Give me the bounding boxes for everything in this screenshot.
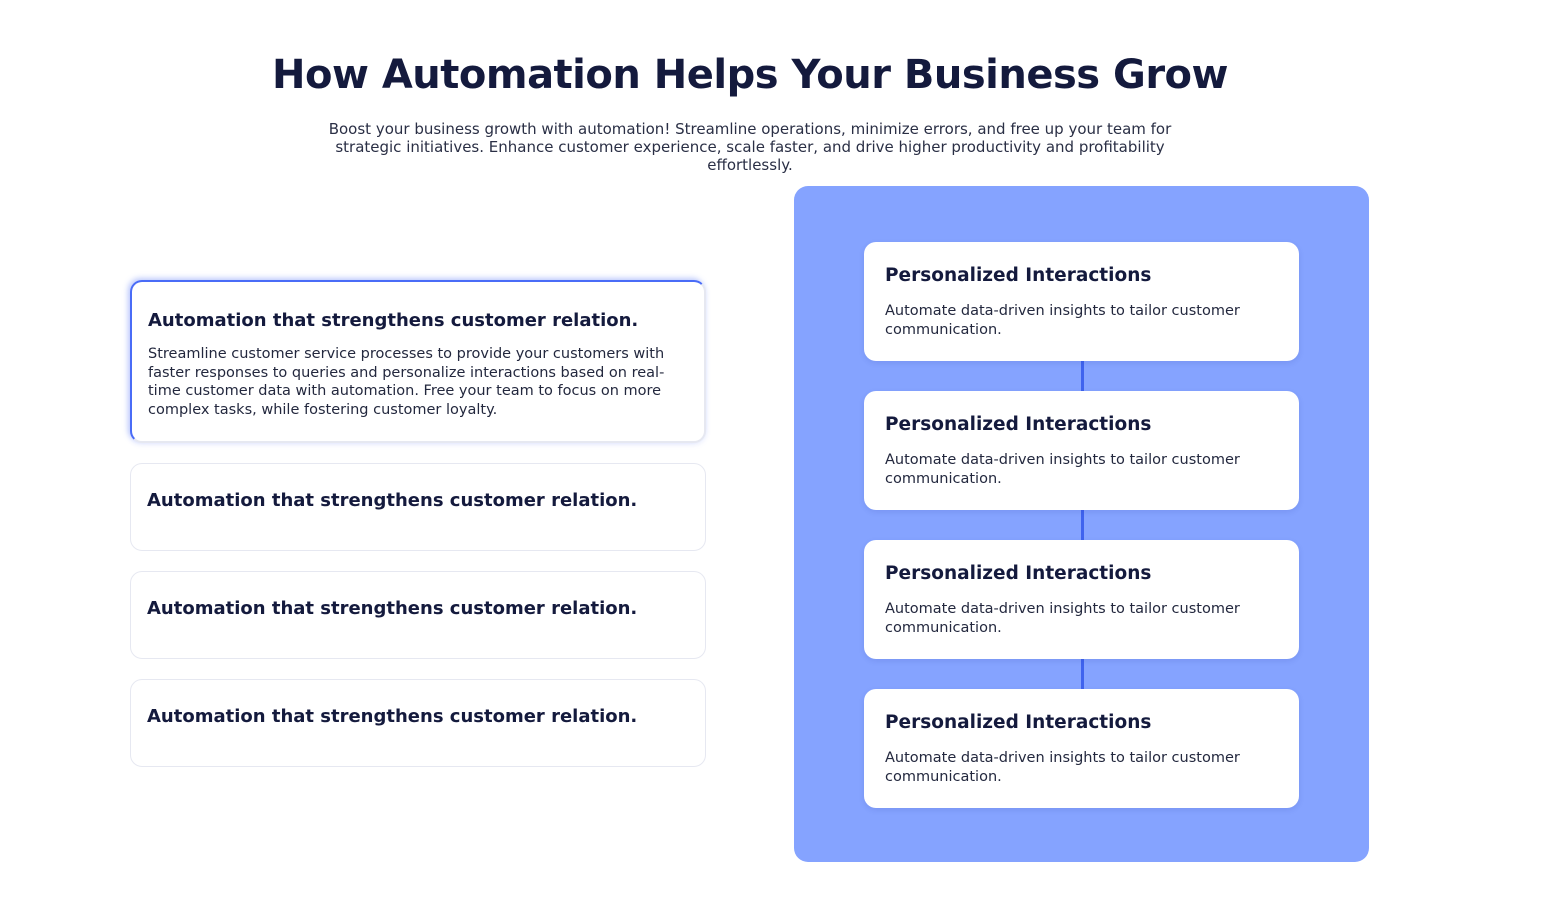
feature-card-title: Personalized Interactions: [885, 563, 1152, 584]
connector-line: [1081, 658, 1084, 689]
connector-line: [1081, 360, 1084, 391]
accordion-item-1[interactable]: Automation that strengthens customer rel…: [130, 280, 706, 443]
accordion-item-3[interactable]: Automation that strengthens customer rel…: [130, 571, 706, 659]
feature-card-description: Automate data-driven insights to tailor …: [885, 750, 1240, 785]
feature-card-description: Automate data-driven insights to tailor …: [885, 601, 1240, 636]
accordion-item-title: Automation that strengthens customer rel…: [147, 706, 638, 727]
accordion-item-title: Automation that strengthens customer rel…: [147, 490, 638, 511]
feature-card-3: Personalized Interactions Automate data-…: [864, 540, 1299, 659]
accordion-item-2[interactable]: Automation that strengthens customer rel…: [130, 463, 706, 551]
feature-card-title: Personalized Interactions: [885, 265, 1152, 286]
feature-card-description: Automate data-driven insights to tailor …: [885, 452, 1240, 487]
page-subtitle: Boost your business growth with automati…: [328, 120, 1172, 174]
feature-card-title: Personalized Interactions: [885, 712, 1152, 733]
feature-card-2: Personalized Interactions Automate data-…: [864, 391, 1299, 510]
accordion-item-body: Streamline customer service processes to…: [148, 346, 665, 418]
accordion-item-4[interactable]: Automation that strengthens customer rel…: [130, 679, 706, 767]
accordion-item-title: Automation that strengthens customer rel…: [147, 598, 638, 619]
feature-card-1: Personalized Interactions Automate data-…: [864, 242, 1299, 361]
page-title: How Automation Helps Your Business Grow: [272, 52, 1228, 98]
feature-card-description: Automate data-driven insights to tailor …: [885, 303, 1240, 338]
feature-panel: Personalized Interactions Automate data-…: [794, 186, 1369, 862]
feature-card-4: Personalized Interactions Automate data-…: [864, 689, 1299, 808]
accordion-item-title: Automation that strengthens customer rel…: [148, 310, 639, 331]
feature-card-title: Personalized Interactions: [885, 414, 1152, 435]
connector-line: [1081, 509, 1084, 540]
